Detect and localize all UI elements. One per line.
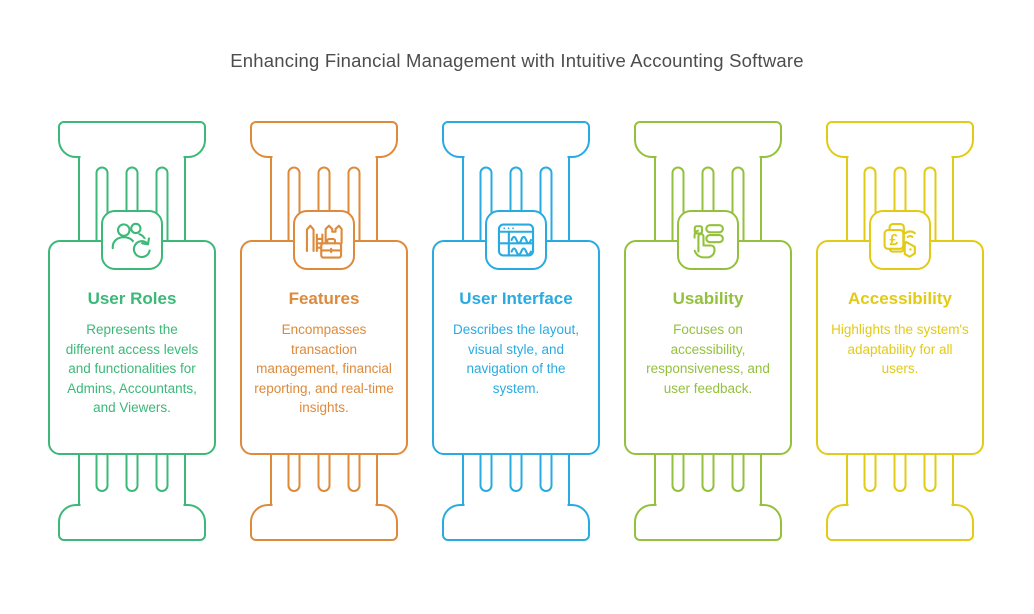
- pillar-title: User Interface: [459, 289, 573, 308]
- pillar-description: Focuses on accessibility, responsiveness…: [646, 322, 770, 396]
- pillar-user-interface: User Interface Describes the layout, vis…: [420, 121, 612, 541]
- pillar-user-roles: User Roles Represents the different acce…: [36, 121, 228, 541]
- pillar-card: User Interface Describes the layout, vis…: [432, 240, 600, 455]
- pillars-row: User Roles Represents the different acce…: [36, 121, 996, 541]
- column-graphic: [250, 121, 398, 541]
- pillar-title: Usability: [672, 289, 744, 308]
- column-graphic: [826, 121, 974, 541]
- pillar-description: Highlights the system's adaptability for…: [831, 322, 969, 377]
- tap-hand-icon: [677, 210, 739, 270]
- browser-chart-icon: [485, 210, 547, 270]
- pillar-features: Features Encompasses transaction managem…: [228, 121, 420, 541]
- pillar-card: Accessibility Highlights the system's ad…: [816, 240, 984, 455]
- pillar-card: User Roles Represents the different acce…: [48, 240, 216, 455]
- pillar-description: Represents the different access levels a…: [65, 322, 199, 416]
- page-title: Enhancing Financial Management with Intu…: [230, 50, 804, 71]
- pillar-description: Encompasses transaction management, fina…: [254, 322, 394, 416]
- city-briefcase-icon: [293, 210, 355, 270]
- column-graphic: [442, 121, 590, 541]
- svg-text:£: £: [890, 232, 899, 249]
- pillar-title: User Roles: [87, 289, 177, 308]
- pillar-card: Features Encompasses transaction managem…: [240, 240, 408, 455]
- users-refresh-icon: [101, 210, 163, 270]
- pillar-card: Usability Focuses on accessibility, resp…: [624, 240, 792, 455]
- column-graphic: [634, 121, 782, 541]
- pillar-description: Describes the layout, visual style, and …: [452, 322, 580, 396]
- contactless-payment-icon: £: [869, 210, 931, 270]
- pillar-usability: Usability Focuses on accessibility, resp…: [612, 121, 804, 541]
- pillar-title: Accessibility: [848, 289, 952, 308]
- column-graphic: [58, 121, 206, 541]
- pillar-title: Features: [288, 289, 360, 308]
- pillar-accessibility: Accessibility Highlights the system's ad…: [804, 121, 996, 541]
